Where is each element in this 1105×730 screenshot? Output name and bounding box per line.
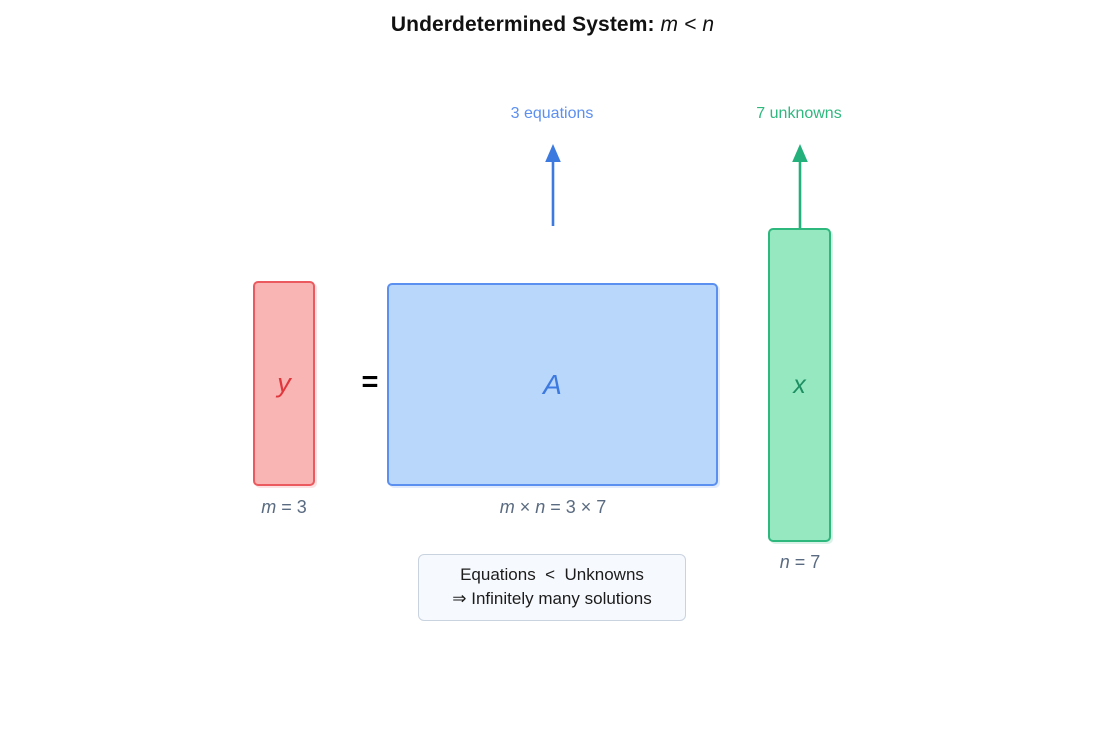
page-title: Underdetermined System: m < n — [0, 13, 1105, 37]
x-dim-value: = 7 — [789, 552, 821, 572]
y-dim-value: = 3 — [276, 497, 307, 517]
unknowns-up-arrow-icon — [792, 144, 808, 228]
vector-x-dimension-caption: n = 7 — [700, 552, 900, 573]
equations-annotation-label: 3 equations — [510, 105, 594, 122]
vector-y-block: y — [253, 281, 315, 486]
A-dim-times: × — [514, 497, 536, 517]
A-dim-variable-n: n — [535, 497, 546, 517]
equals-sign: = — [361, 365, 379, 398]
title-main-text: Underdetermined System: — [390, 13, 655, 36]
vector-x-label: x — [793, 370, 806, 399]
A-dim-value: = 3 × 7 — [545, 497, 607, 517]
unknowns-annotation-label: 7 unknowns — [756, 105, 842, 122]
matrix-A-dimension-caption: m × n = 3 × 7 — [453, 497, 653, 518]
x-dim-variable: n — [779, 552, 790, 572]
vector-x-block: x — [768, 228, 831, 542]
conclusion-line-1: Equations < Unknowns — [460, 565, 644, 584]
matrix-A-label: A — [543, 368, 562, 400]
y-dim-variable: m — [261, 497, 277, 517]
conclusion-line-2: ⇒ Infinitely many solutions — [452, 589, 652, 609]
conclusion-box: Equations < Unknowns ⇒ Infinitely many s… — [418, 554, 686, 622]
vector-y-label: y — [277, 368, 291, 398]
A-dim-variable-m: m — [499, 497, 515, 517]
equations-up-arrow-icon — [545, 144, 561, 226]
title-math-expression: m < n — [660, 13, 715, 36]
matrix-A-block: A — [387, 283, 718, 486]
vector-y-dimension-caption: m = 3 — [184, 497, 384, 518]
